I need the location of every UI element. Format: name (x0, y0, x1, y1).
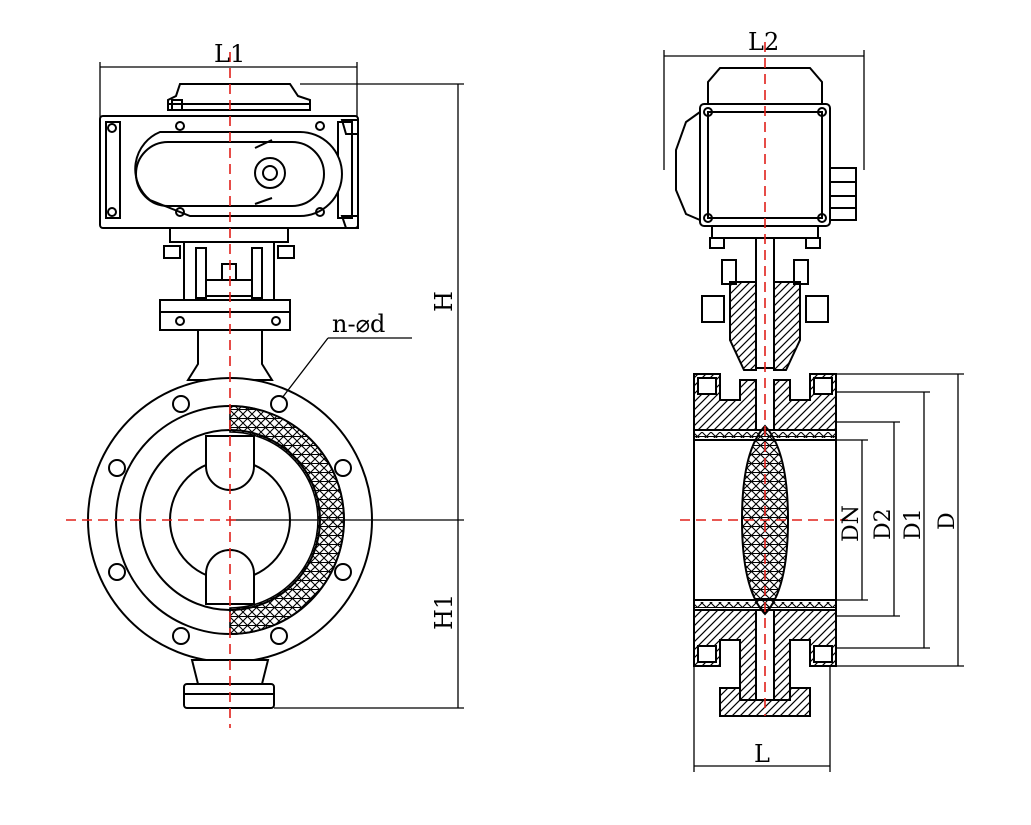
valve-neck (186, 329, 274, 381)
yoke (159, 227, 295, 331)
label-l: L (754, 740, 770, 768)
dimension-diameters (836, 373, 964, 667)
label-bolt-holes: n-⌀d (332, 310, 385, 338)
label-d1: D1 (901, 508, 926, 540)
label-l2: L2 (748, 28, 779, 56)
actuator-top-cap (167, 83, 311, 111)
valve-foot (183, 659, 275, 709)
label-h: H (430, 291, 458, 312)
front-view (66, 52, 464, 728)
dimension-l (693, 666, 831, 772)
actuator-body (99, 115, 359, 229)
side-actuator-body (675, 103, 857, 227)
label-d2: D2 (871, 508, 896, 540)
dimension-l2 (663, 50, 865, 170)
label-dn: DN (839, 505, 864, 542)
bolt-hole-leader (281, 337, 412, 399)
label-h1: H1 (430, 594, 458, 630)
side-view (663, 42, 964, 772)
dimension-h (230, 83, 464, 709)
label-d: D (935, 512, 960, 530)
label-l1: L1 (214, 40, 245, 68)
